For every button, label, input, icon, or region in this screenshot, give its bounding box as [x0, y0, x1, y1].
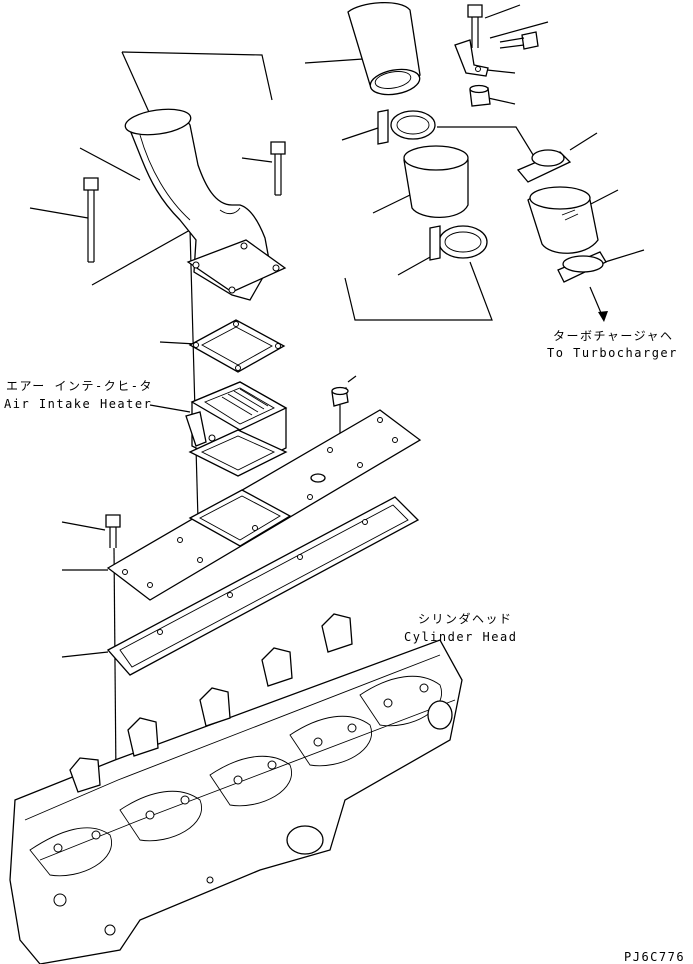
head-label-ja: シリンダヘッド: [418, 611, 513, 626]
hose-clamp-1: [377, 109, 436, 145]
mounting-bracket: [454, 39, 489, 77]
rubber-hose-1: [403, 145, 469, 218]
labels: ターボチャージャヘ To Turbocharger エアー インテ-クヒ-タ A…: [4, 329, 685, 964]
rubber-hose-2: [527, 186, 599, 254]
plug-nut: [331, 386, 349, 407]
bracket-bolt-vertical: [467, 4, 483, 48]
hose-clamp-4: [557, 251, 607, 283]
turbo-label-en: To Turbocharger: [547, 346, 678, 360]
air-connection-elbow: [124, 108, 287, 301]
flange-bolt-left: [83, 177, 99, 263]
intake-cover-plate: [106, 409, 422, 601]
head-label-en: Cylinder Head: [404, 630, 517, 644]
manifold-gasket: [106, 496, 420, 676]
flange-bolt-right: [270, 141, 286, 196]
hose-clamp-2: [516, 149, 572, 183]
drawing-code: PJ6C776: [624, 950, 685, 964]
hose-clamp-3: [429, 225, 488, 261]
spacer-collar: [469, 84, 491, 107]
cover-bolt: [105, 514, 121, 548]
heater-label-en: Air Intake Heater: [4, 397, 152, 411]
heater-label-ja: エアー インテ-クヒ-タ: [6, 379, 153, 393]
turbo-label-ja: ターボチャージャヘ: [553, 329, 674, 343]
cylinder-head: [9, 613, 463, 964]
gasket-lower: [188, 429, 288, 477]
gasket-upper: [188, 319, 286, 373]
hose-pipe-top: [347, 1, 421, 96]
bracket-bolt-horizontal: [499, 31, 539, 50]
